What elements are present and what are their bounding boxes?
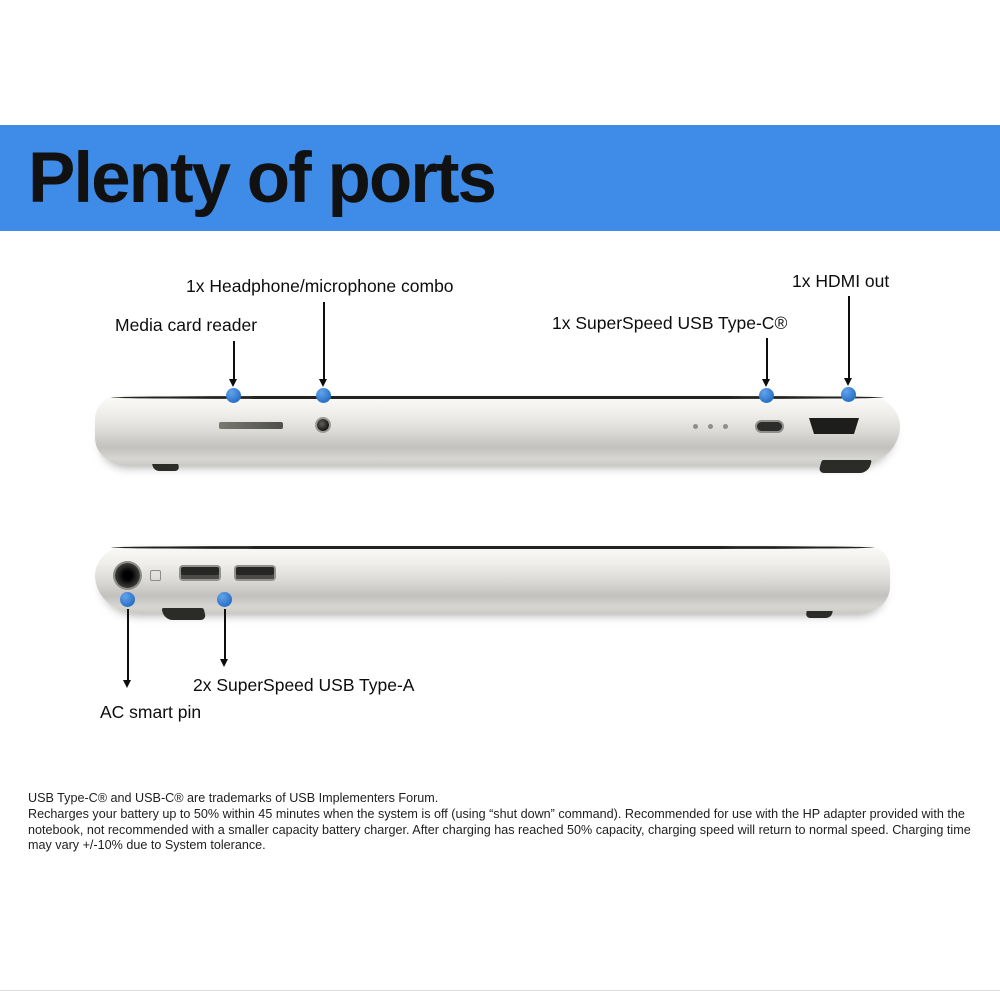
callout-arrow-line: [224, 609, 226, 659]
ac-adapter-icon: [150, 570, 161, 581]
callout-label: 2x SuperSpeed USB Type-A: [193, 675, 415, 695]
arrow-down-icon: [844, 378, 852, 386]
callout-label: 1x HDMI out: [792, 271, 890, 291]
callout-label: Media card reader: [115, 315, 258, 335]
legal-footnotes: USB Type-C® and USB-C® are trademarks of…: [28, 791, 978, 854]
rubber-foot: [161, 608, 207, 620]
rubber-foot: [805, 611, 833, 618]
arrow-down-icon: [123, 680, 131, 688]
header-band: Plenty of ports: [0, 125, 1000, 231]
callout-dot: [120, 592, 135, 607]
callout-dot: [759, 388, 774, 403]
rubber-foot: [152, 464, 180, 471]
callout-label: 1x Headphone/microphone combo: [186, 276, 454, 296]
laptop-lid-edge: [111, 396, 884, 399]
callout-dot: [316, 388, 331, 403]
usb-a-port-icon: [236, 567, 274, 579]
callout-arrow-line: [323, 302, 325, 379]
callout-label: AC smart pin: [100, 702, 202, 722]
usb-c-port-icon: [757, 422, 782, 431]
bottom-divider: [0, 990, 1000, 991]
callout-dot: [226, 388, 241, 403]
callout-arrow-line: [233, 341, 235, 379]
hdmi-port-icon: [809, 418, 859, 434]
callout-dot: [217, 592, 232, 607]
arrow-down-icon: [762, 379, 770, 387]
callout-arrow-line: [127, 609, 129, 680]
arrow-down-icon: [220, 659, 228, 667]
callout-dot: [841, 387, 856, 402]
rubber-foot: [818, 460, 872, 473]
arrow-down-icon: [319, 379, 327, 387]
ac-power-jack-icon: [115, 563, 140, 588]
laptop-lid-edge: [111, 546, 874, 549]
footnote-trademark: USB Type-C® and USB-C® are trademarks of…: [28, 791, 439, 805]
footnote-charging: Recharges your battery up to 50% within …: [28, 806, 971, 853]
callout-label: 1x SuperSpeed USB Type-C®: [552, 313, 788, 333]
laptop-left-side-view: [95, 544, 890, 620]
laptop-right-side-view: [95, 394, 900, 473]
usb-a-port-icon: [181, 567, 219, 579]
status-leds-icon: [693, 424, 728, 429]
callout-arrow-line: [848, 296, 850, 378]
sd-card-slot-icon: [219, 422, 283, 429]
page-title: Plenty of ports: [28, 138, 497, 218]
headphone-jack-icon: [317, 419, 329, 431]
arrow-down-icon: [229, 379, 237, 387]
callout-arrow-line: [766, 338, 768, 379]
